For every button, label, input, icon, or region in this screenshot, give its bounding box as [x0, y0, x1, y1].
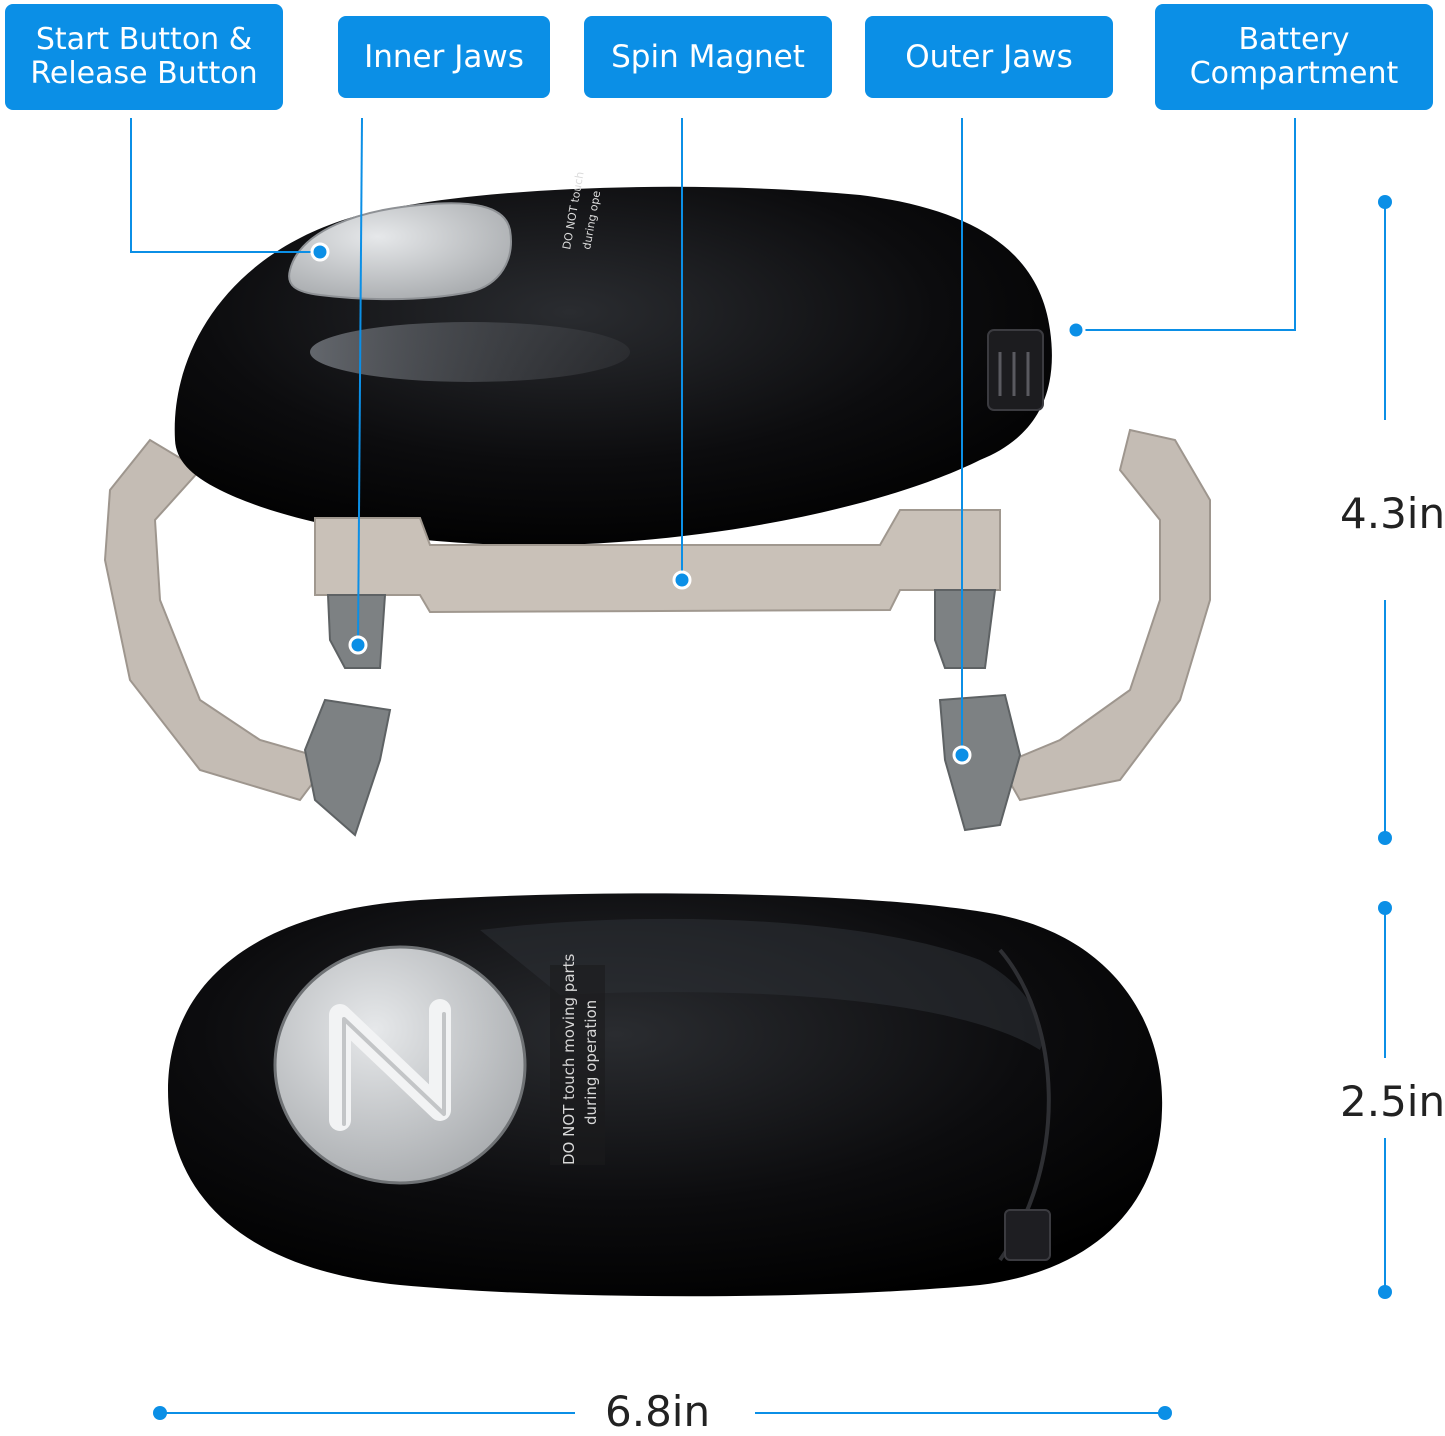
leader-inner-jaws: [357, 117, 363, 646]
leader-start-release: [130, 118, 320, 253]
label-battery-compartment: Battery Compartment: [1155, 4, 1433, 110]
warning-text-line2: during operation: [582, 1000, 600, 1125]
leader-battery: [1076, 118, 1296, 331]
body-highlight: [310, 322, 630, 382]
outer-jaw-foot-left: [303, 698, 392, 837]
label-inner-jaws: Inner Jaws: [338, 16, 550, 98]
warning-label-patch: [550, 965, 605, 1165]
device-top-view: DO NOT touch moving parts during operati…: [168, 893, 1163, 1297]
warning-text-line1: DO NOT touch moving parts: [560, 953, 578, 1165]
label-spin-magnet: Spin Magnet: [584, 16, 832, 98]
outer-jaw-frame-right: [998, 428, 1211, 802]
inner-jaw-left: [326, 594, 387, 669]
dot-start-release: [310, 242, 330, 262]
device-body-side: [174, 186, 1052, 546]
inner-jaw-right: [934, 589, 997, 669]
dot-battery: [1066, 320, 1086, 340]
dot-inner-jaws: [348, 635, 368, 655]
dot-spin-magnet: [672, 570, 692, 590]
callout-lines: [130, 117, 1296, 755]
dimension-height-device-side: 4.3in: [1340, 489, 1445, 538]
label-outer-jaws: Outer Jaws: [865, 16, 1113, 98]
dimension-width: 6.8in: [605, 1387, 711, 1436]
callout-dots: [310, 242, 1086, 765]
dimension-height-device-top: 2.5in: [1340, 1077, 1445, 1126]
device-side-view: DO NOT touch during ope: [103, 171, 1211, 837]
body-gloss: [480, 918, 1043, 1050]
battery-grip-top-view: [1004, 1209, 1051, 1261]
spin-magnet-bar: [314, 509, 1001, 614]
dot-outer-jaws: [952, 745, 972, 765]
dimension-lines: [153, 195, 1392, 1420]
outer-jaw-foot-right: [938, 693, 1022, 832]
start-button-top: [288, 202, 512, 301]
label-start-release-button: Start Button & Release Button: [5, 4, 283, 110]
